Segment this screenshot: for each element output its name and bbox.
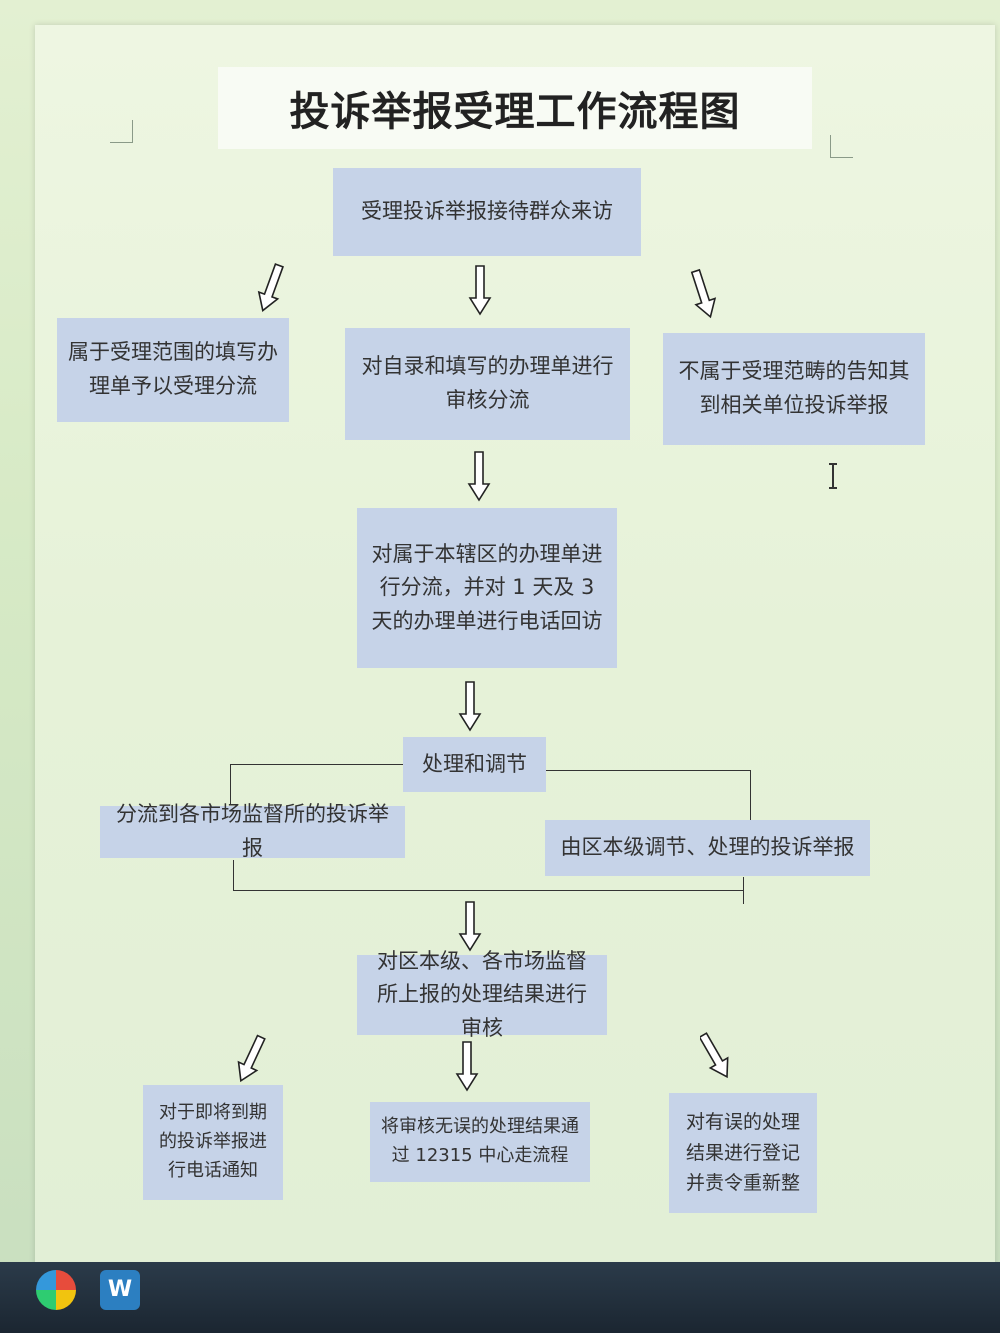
node-review-route: 对自录和填写的办理单进行审核分流 xyxy=(345,328,630,440)
text-cursor-icon xyxy=(829,463,837,489)
arrow-down-icon xyxy=(458,901,482,952)
writer-icon[interactable]: W xyxy=(100,1270,140,1310)
wps-icon[interactable] xyxy=(36,1270,76,1310)
arrow-down-icon xyxy=(455,1041,479,1092)
arrow-down-icon xyxy=(467,451,491,502)
node-accept: 属于受理范围的填写办理单予以受理分流 xyxy=(57,318,289,422)
node-rectify: 对有误的处理结果进行登记并责令重新整 xyxy=(669,1093,817,1213)
crop-mark-top-left xyxy=(110,120,133,143)
node-district-level: 由区本级调节、处理的投诉举报 xyxy=(545,820,870,876)
arrow-down-right-icon xyxy=(700,1032,729,1079)
node-market-stations: 分流到各市场监督所的投诉举报 xyxy=(100,802,405,860)
page-title: 投诉举报受理工作流程图 xyxy=(218,67,812,149)
bracket-line xyxy=(230,764,231,804)
arrow-down-icon xyxy=(458,681,482,732)
bracket-line xyxy=(750,770,751,820)
node-route-callback: 对属于本辖区的办理单进行分流，并对 1 天及 3 天的办理单进行电话回访 xyxy=(357,508,617,668)
bracket-line xyxy=(233,890,744,891)
node-phone-notice: 对于即将到期的投诉举报进行电话通知 xyxy=(143,1085,283,1200)
bracket-line xyxy=(743,877,744,904)
bracket-line xyxy=(233,860,234,890)
bracket-line xyxy=(230,764,403,765)
arrow-down-left-icon xyxy=(237,1034,266,1083)
bracket-line xyxy=(546,770,751,771)
node-not-accept: 不属于受理范畴的告知其到相关单位投诉举报 xyxy=(663,333,925,445)
node-12315: 将审核无误的处理结果通过 12315 中心走流程 xyxy=(370,1102,590,1182)
node-result-review: 对区本级、各市场监督所上报的处理结果进行审核 xyxy=(357,949,607,1040)
taskbar xyxy=(0,1262,1000,1333)
crop-mark-top-right xyxy=(830,135,853,158)
node-start: 受理投诉举报接待群众来访 xyxy=(333,168,641,256)
arrow-down-right-icon xyxy=(690,268,717,319)
arrow-down-icon xyxy=(468,265,492,316)
arrow-down-left-icon xyxy=(257,263,284,312)
node-handle: 处理和调节 xyxy=(403,737,546,792)
